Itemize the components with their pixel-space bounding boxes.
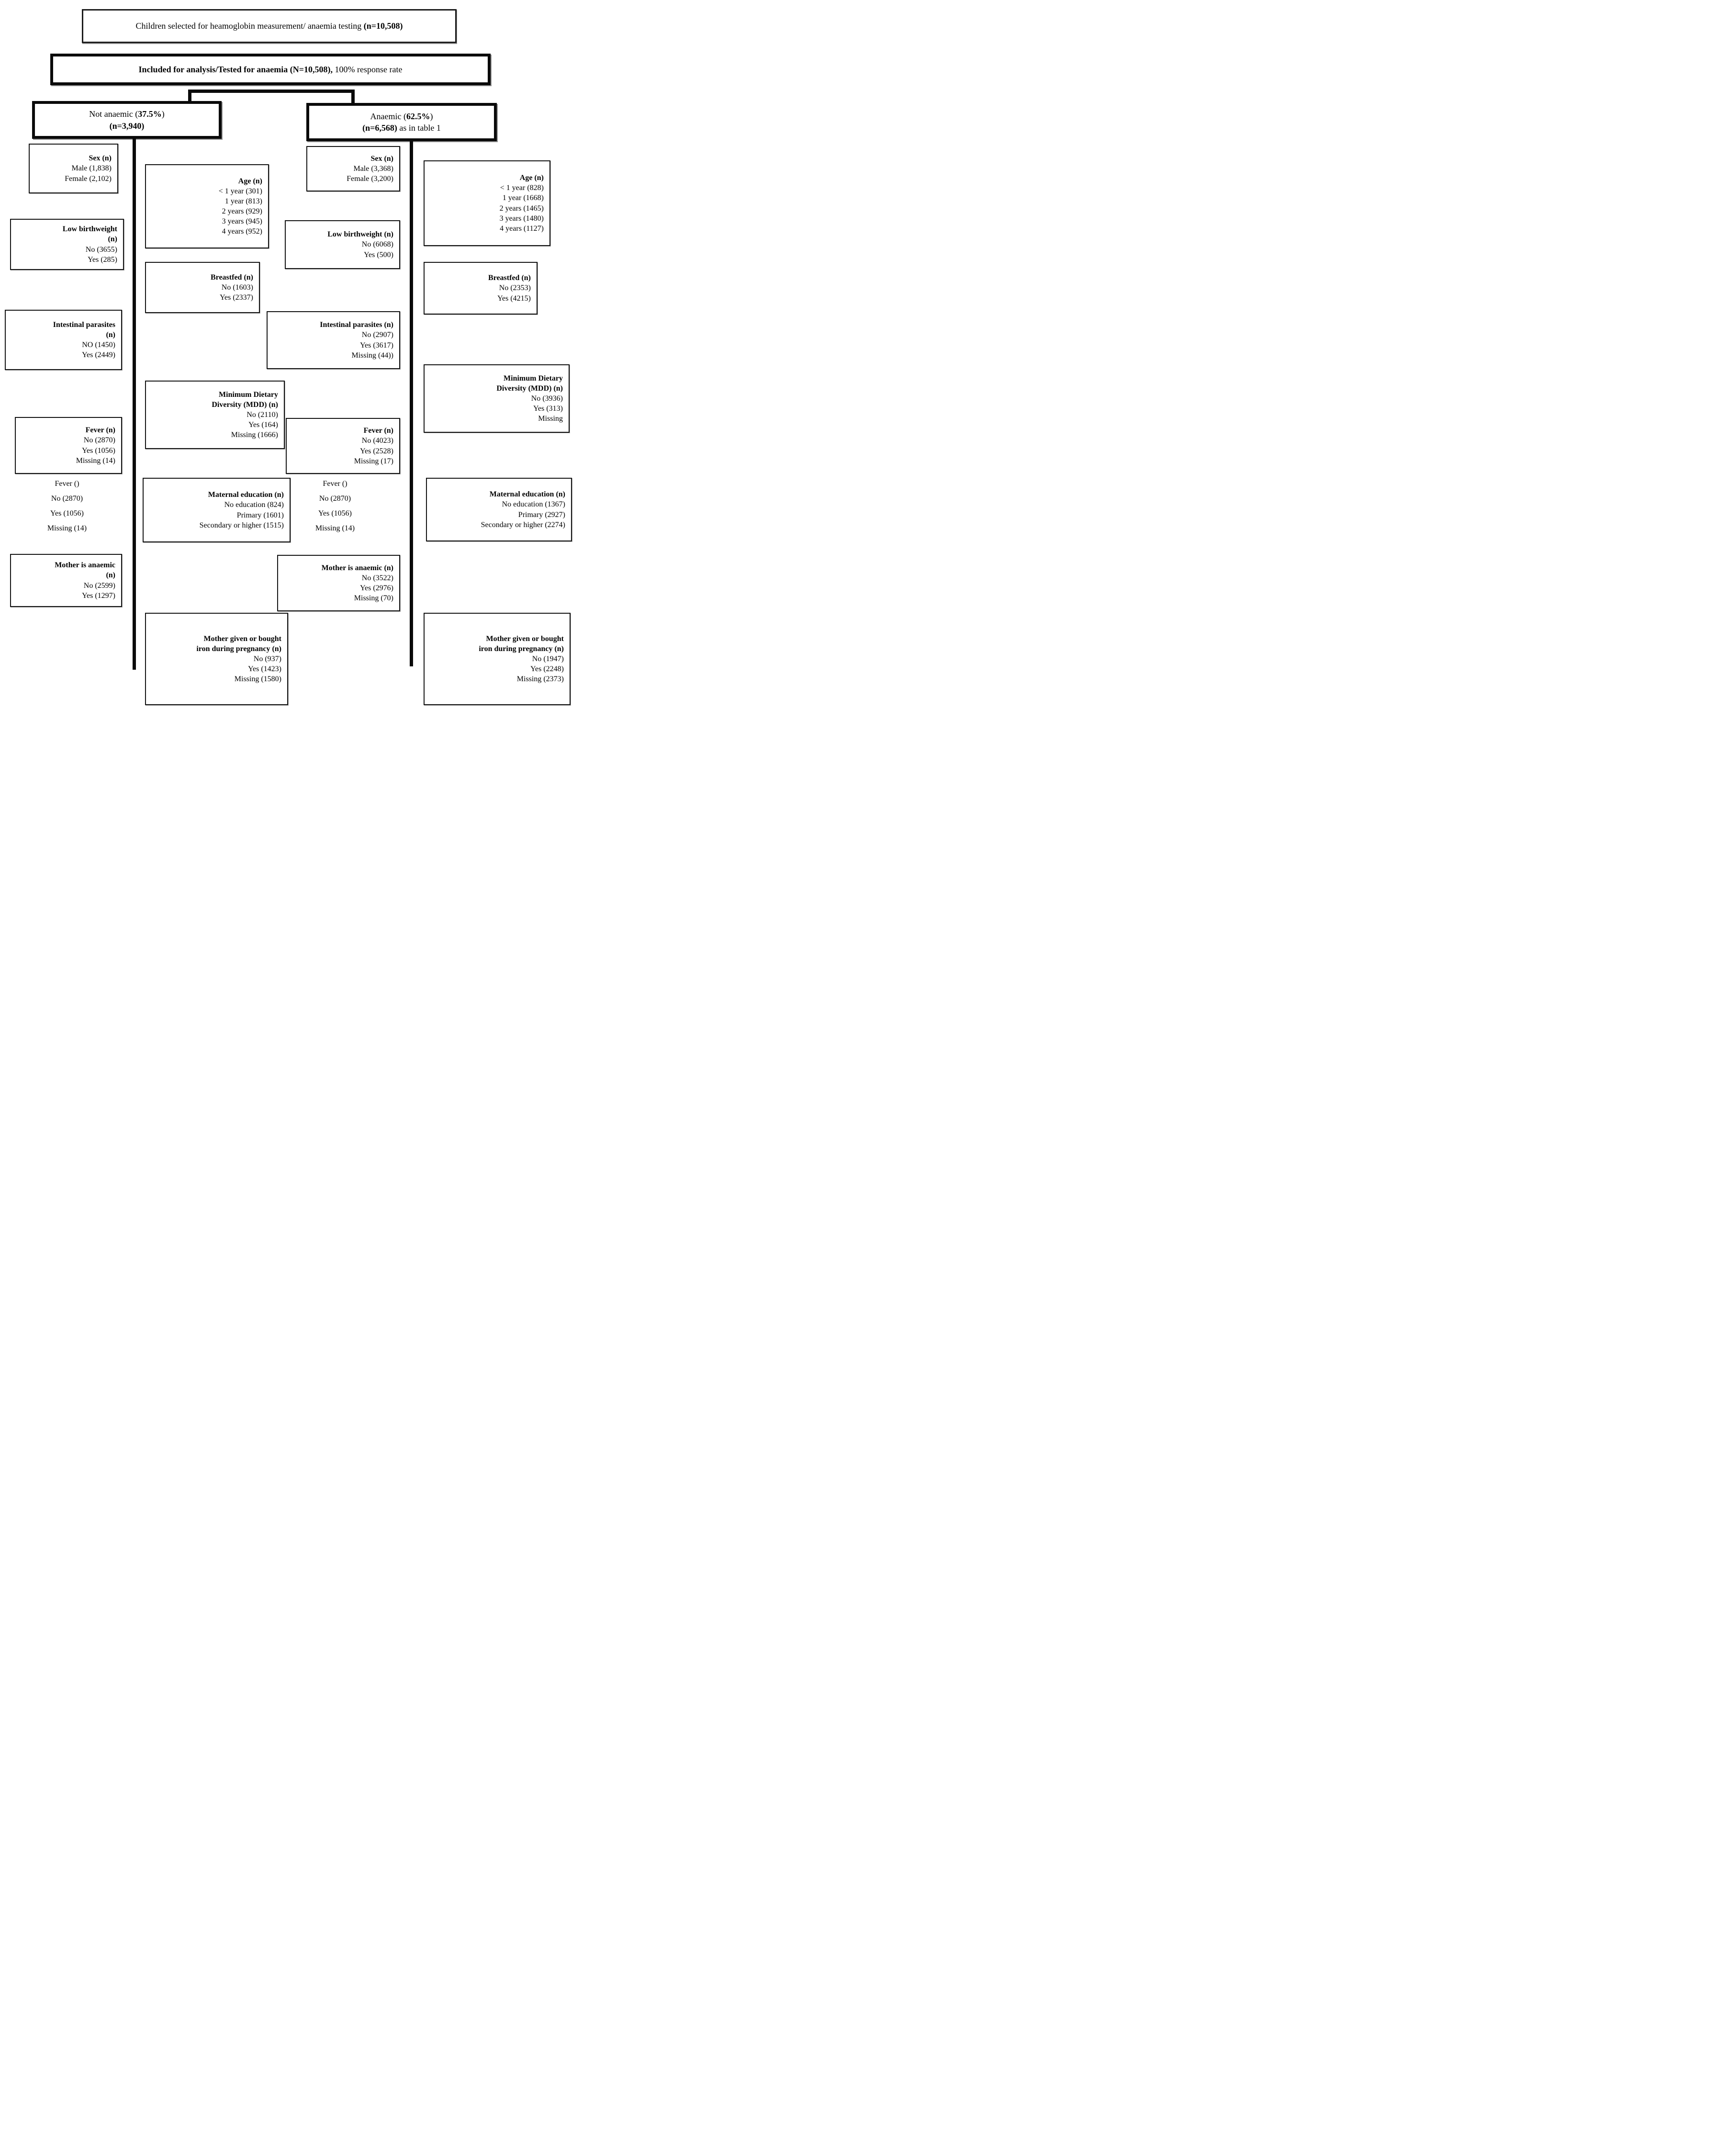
box-breastfed-notanaemic: Breastfed (n) No (1603) Yes (2337) (145, 262, 260, 313)
node-children-selected-label: Children selected for heamoglobin measur… (135, 21, 403, 31)
box-title: Intestinal parasites (53, 320, 115, 329)
box-title: Sex (n) (370, 154, 393, 163)
node-children-selected: Children selected for heamoglobin measur… (82, 9, 457, 43)
anaemic-line1: Anaemic (62.5%) (370, 111, 433, 121)
connector-branch-right-stub (351, 90, 355, 104)
box-title: Age (n) (519, 174, 544, 182)
box-fever-anaemic: Fever (n) No (4023) Yes (2528) Missing (… (286, 418, 400, 474)
node-included-label: Included for analysis/Tested for anaemia… (138, 64, 403, 74)
box-title: Maternal education (n) (208, 491, 284, 499)
box-title: Low birthweight (62, 225, 117, 234)
box-intestinal-parasites-notanaemic: Intestinal parasites (n) NO (1450) Yes (… (5, 310, 122, 370)
box-age-notanaemic: Age (n) < 1 year (301) 1 year (813) 2 ye… (145, 164, 269, 248)
node-included-for-analysis: Included for analysis/Tested for anaemia… (50, 54, 491, 85)
box-maternal-education-anaemic: Maternal education (n) No education (136… (426, 478, 572, 541)
box-title: Maternal education (n) (489, 490, 565, 499)
box-title: Intestinal parasites (n) (320, 321, 393, 329)
box-title: Breastfed (n) (488, 274, 531, 282)
box-title: Minimum Dietary (219, 390, 278, 399)
box-title: Sex (n) (89, 154, 112, 163)
box-title: Fever (n) (85, 426, 115, 435)
box-title-2: iron during pregnancy (n) (196, 644, 281, 653)
box-title: Mother given or bought (203, 634, 281, 643)
box-title-2: (n) (106, 571, 115, 580)
box-title: Minimum Dietary (504, 374, 563, 382)
connector-not-anaemic-trunk (133, 138, 136, 670)
box-age-anaemic: Age (n) < 1 year (828) 1 year (1668) 2 y… (424, 160, 550, 246)
box-mdd-anaemic: Minimum Dietary Diversity (MDD) (n) No (… (424, 364, 570, 433)
connector-branch-left-stub (188, 90, 191, 102)
box-breastfed-anaemic: Breastfed (n) No (2353) Yes (4215) (424, 262, 538, 315)
box-mother-iron-anaemic: Mother given or bought iron during pregn… (424, 613, 571, 705)
box-mother-iron-notanaemic: Mother given or bought iron during pregn… (145, 613, 288, 705)
box-title-2: Diversity (MDD) (n) (496, 384, 563, 393)
box-title: Fever (n) (363, 427, 393, 435)
box-title: Mother given or bought (486, 634, 564, 643)
box-title-2: (n) (106, 330, 115, 339)
box-title: Breastfed (n) (210, 273, 253, 281)
box-title: Mother is anaemic (n) (321, 563, 393, 572)
sample-size-n: (n=10,508) (363, 21, 403, 31)
connector-anaemic-trunk (410, 140, 413, 666)
text-fever-anaemic: Fever () No (2870) Yes (1056) Missing (1… (315, 480, 355, 532)
box-title: Low birthweight (n) (327, 230, 393, 239)
text-fever-notanaemic: Fever () No (2870) Yes (1056) Missing (1… (47, 480, 87, 532)
box-fever-notanaemic: Fever (n) No (2870) Yes (1056) Missing (… (15, 417, 122, 474)
box-title: Age (n) (238, 177, 262, 185)
node-anaemic: Anaemic (62.5%) (n=6,568) as in table 1 (306, 103, 497, 141)
anaemic-line2: (n=6,568) as in table 1 (362, 123, 441, 133)
flow-diagram: Children selected for heamoglobin measur… (0, 0, 579, 716)
box-low-birthweight-notanaemic: Low birthweight (n) No (3655) Yes (285) (10, 219, 124, 270)
not-anaemic-line1: Not anaemic (37.5%) (89, 109, 165, 119)
box-sex-anaemic: Sex (n) Male (3,368) Female (3,200) (306, 146, 400, 191)
node-not-anaemic: Not anaemic (37.5%) (n=3,940) (32, 101, 222, 139)
not-anaemic-line2: (n=3,940) (109, 121, 145, 131)
connector-branch-horizontal (188, 90, 355, 93)
box-mdd-notanaemic: Minimum Dietary Diversity (MDD) (n) No (… (145, 381, 285, 449)
box-title-2: Diversity (MDD) (n) (212, 400, 278, 409)
box-title-2: (n) (108, 235, 117, 244)
box-mother-anaemic-notanaemic: Mother is anaemic (n) No (2599) Yes (129… (10, 554, 122, 607)
box-maternal-education-notanaemic: Maternal education (n) No education (824… (143, 478, 291, 542)
box-mother-anaemic-anaemic: Mother is anaemic (n) No (3522) Yes (297… (277, 555, 400, 611)
box-sex-notanaemic: Sex (n) Male (1,838) Female (2,102) (29, 144, 118, 193)
box-low-birthweight-anaemic: Low birthweight (n) No (6068) Yes (500) (285, 220, 400, 269)
box-title: Mother is anaemic (55, 561, 115, 570)
box-title-2: iron during pregnancy (n) (479, 644, 564, 653)
box-intestinal-parasites-anaemic: Intestinal parasites (n) No (2907) Yes (… (267, 311, 400, 369)
